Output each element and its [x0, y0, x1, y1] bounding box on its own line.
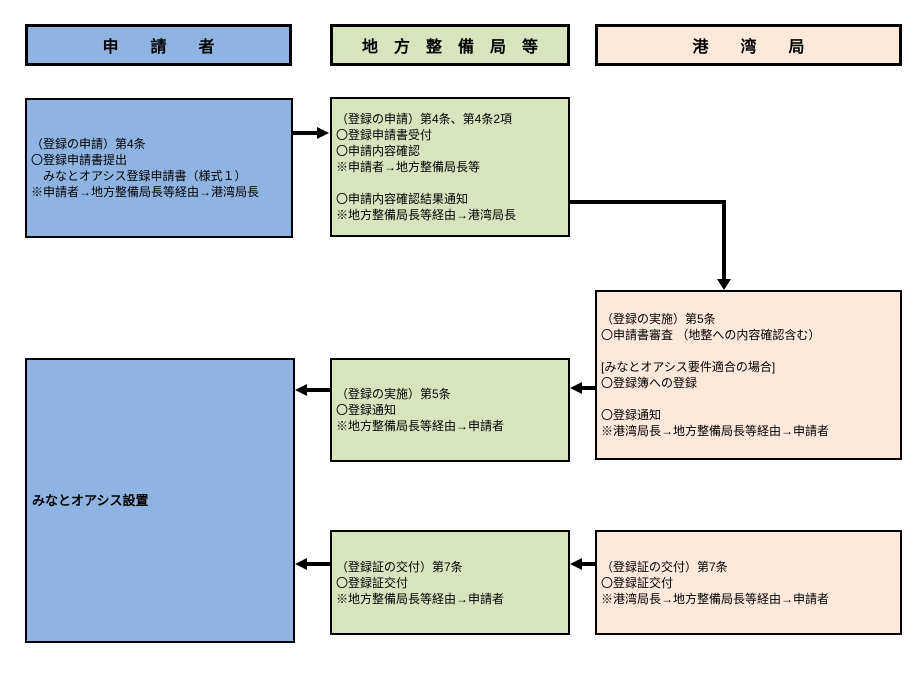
box-text: （登録の申請）第4条、第4条2項 〇登録申請書受付 〇申請内容確認 ※申請者→地… — [332, 99, 568, 235]
text-line — [601, 391, 896, 407]
text-line: ※港湾局長→地方整備局長等経由→申請者 — [601, 424, 830, 438]
text-line: 〇登録簿への登録 — [601, 376, 698, 390]
text-line: みなとオアシス登録申請書（様式１） — [31, 169, 247, 183]
text-line: （登録証の交付）第7条 — [336, 559, 463, 574]
box-text: （登録の実施）第5条 〇登録通知 ※地方整備局長等経由→申請者 — [332, 360, 568, 460]
arrow-certificate-to-applicant-line — [306, 562, 330, 566]
lane-header-label: 港 湾 局 — [692, 39, 805, 56]
box-oasis-established: みなとオアシス設置 — [25, 358, 295, 643]
text-line — [601, 343, 896, 359]
text-line: 〇申請書審査 （地整への内容確認含む） — [601, 328, 821, 342]
box-registration-notice: （登録の実施）第5条 〇登録通知 ※地方整備局長等経由→申請者 — [330, 358, 570, 462]
lane-header-regional-bureau: 地 方 整 備 局 等 — [330, 24, 570, 66]
arrow-registration-notice-line — [581, 386, 595, 390]
arrow-certificate-to-applicant-head-icon — [295, 558, 307, 570]
text-line: （登録の申請）第4条 — [31, 137, 146, 151]
box-application-reception: （登録の申請）第4条、第4条2項 〇登録申請書受付 〇申請内容確認 ※申請者→地… — [330, 97, 570, 237]
arrow-submit-line — [293, 131, 319, 135]
text-line: ※申請者→地方整備局長等経由→港湾局長 — [31, 185, 260, 199]
connector-result-notice-vertical — [722, 200, 726, 280]
arrow-submit-head-icon — [317, 127, 329, 139]
text-line: ※港湾局長→地方整備局長等経由→申請者 — [601, 591, 830, 606]
lane-header-label: 地 方 整 備 局 等 — [361, 39, 538, 56]
text-line: みなとオアシス設置 — [32, 492, 149, 508]
box-text: （登録証の交付）第7条 〇登録証交付 ※地方整備局長等経由→申請者 — [332, 532, 568, 633]
connector-result-notice-head-icon — [717, 279, 731, 290]
text-line: 〇申請内容確認結果通知 — [336, 192, 469, 206]
box-certificate-via-bureau: （登録証の交付）第7条 〇登録証交付 ※地方整備局長等経由→申請者 — [330, 530, 570, 635]
text-line: 〇申請内容確認 — [336, 144, 421, 158]
text-line: 〇登録申請書提出 — [31, 153, 128, 167]
arrow-certificate-head-icon — [570, 558, 582, 570]
text-line: 〇登録証交付 — [601, 575, 674, 590]
text-line: 〇登録証交付 — [336, 575, 409, 590]
text-line: 〇登録通知 — [336, 403, 397, 417]
text-line: （登録の実施）第5条 — [601, 312, 716, 326]
lane-header-applicant: 申 請 者 — [25, 24, 292, 66]
box-certificate-issue: （登録証の交付）第7条 〇登録証交付 ※港湾局長→地方整備局長等経由→申請者 — [595, 530, 902, 635]
lane-header-label: 申 請 者 — [102, 39, 215, 56]
box-application-submission: （登録の申請）第4条 〇登録申請書提出 みなとオアシス登録申請書（様式１） ※申… — [25, 98, 293, 238]
text-line: [みなとオアシス要件適合の場合] — [601, 360, 776, 374]
text-line: （登録の申請）第4条、第4条2項 — [336, 112, 513, 126]
text-line: （登録の実施）第5条 — [336, 387, 451, 401]
text-line: 〇登録通知 — [601, 408, 662, 422]
arrow-notice-to-applicant-head-icon — [295, 384, 307, 396]
lane-header-ports-bureau: 港 湾 局 — [595, 24, 902, 66]
box-text: （登録証の交付）第7条 〇登録証交付 ※港湾局長→地方整備局長等経由→申請者 — [597, 532, 900, 633]
text-line: ※地方整備局長等経由→申請者 — [336, 591, 505, 606]
text-line: ※地方整備局長等経由→申請者 — [336, 419, 505, 433]
text-line: 〇登録申請書受付 — [336, 128, 433, 142]
text-line: ※地方整備局長等経由→港湾局長 — [336, 208, 517, 222]
text-line: （登録証の交付）第7条 — [601, 559, 728, 574]
arrow-registration-notice-head-icon — [570, 382, 582, 394]
box-text: （登録の実施）第5条 〇申請書審査 （地整への内容確認含む） [みなとオアシス要… — [597, 292, 900, 458]
text-line — [336, 175, 564, 191]
box-text: （登録の申請）第4条 〇登録申請書提出 みなとオアシス登録申請書（様式１） ※申… — [27, 100, 291, 236]
arrow-notice-to-applicant-line — [306, 388, 330, 392]
box-registration-execution: （登録の実施）第5条 〇申請書審査 （地整への内容確認含む） [みなとオアシス要… — [595, 290, 902, 460]
text-line: ※申請者→地方整備局長等 — [336, 160, 481, 174]
arrow-certificate-line — [581, 562, 595, 566]
box-text: みなとオアシス設置 — [27, 360, 293, 641]
connector-result-notice-horizontal — [568, 200, 726, 204]
